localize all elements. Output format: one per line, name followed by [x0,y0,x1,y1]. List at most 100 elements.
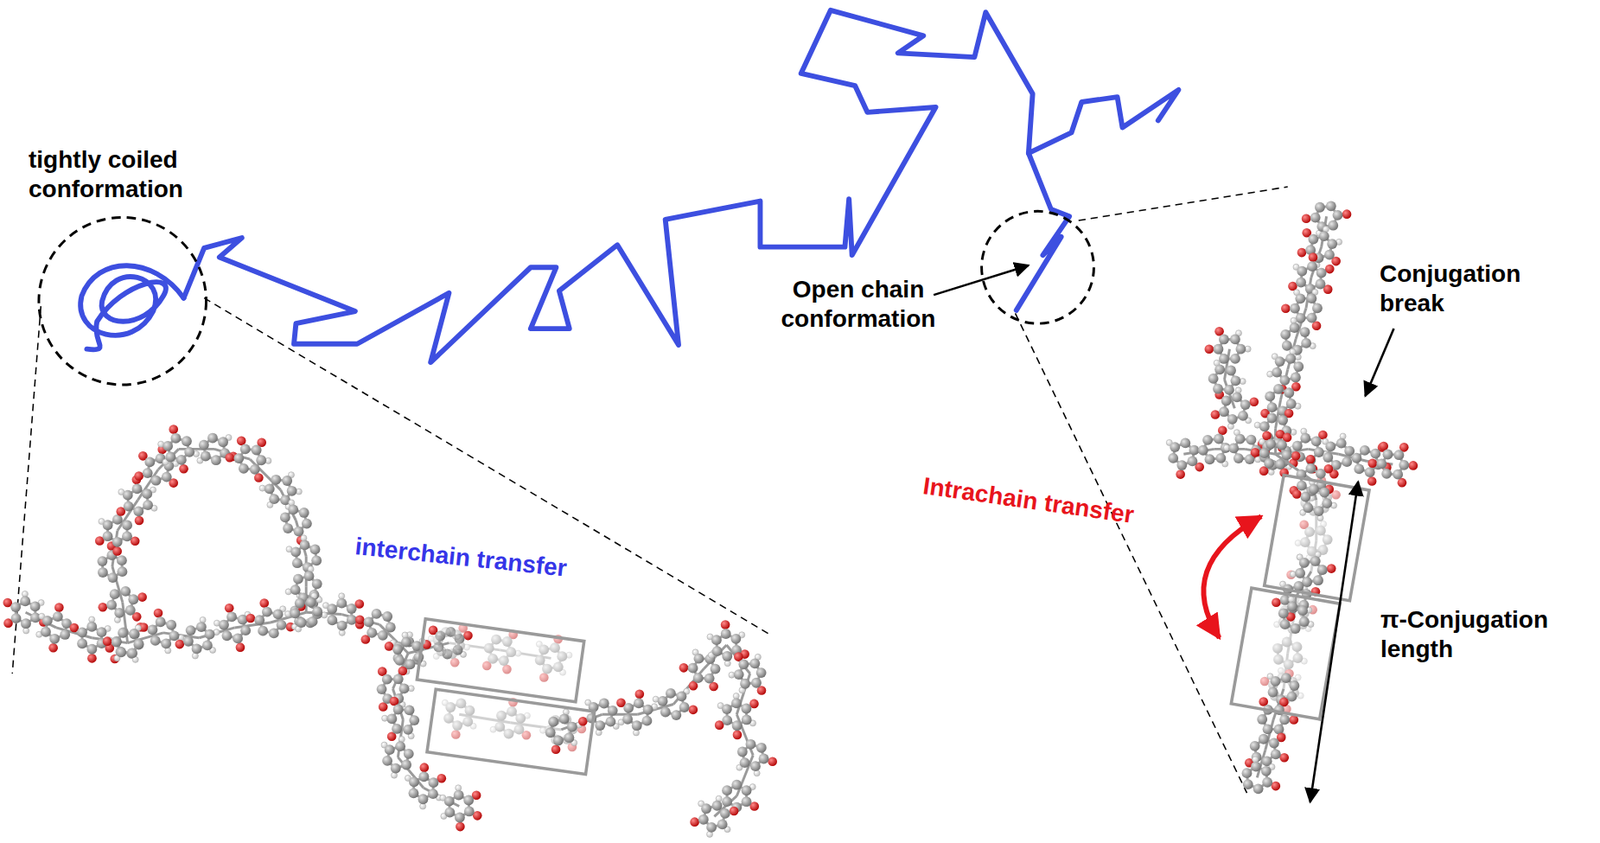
carbon-atom [1176,459,1187,471]
carbon-atom [745,739,757,750]
carbon-atom [712,800,723,811]
carbon-atom [1230,375,1242,386]
carbon-atom [123,501,134,512]
carbon-atom [1212,383,1224,395]
carbon-atom [102,530,114,542]
carbon-atom [1274,724,1285,735]
carbon-atom [290,584,301,595]
carbon-atom [454,812,466,823]
molecule-group [427,623,573,683]
carbon-atom [1300,536,1311,548]
carbon-atom [1289,322,1301,333]
bond [393,652,409,689]
carbon-atom [102,519,114,530]
carbon-atom [346,603,357,614]
carbon-atom [464,806,475,817]
carbon-atom [739,678,751,689]
carbon-atom [739,757,751,768]
carbon-atom [122,490,134,501]
carbon-atom [202,640,213,651]
zoom-circle [981,210,1095,324]
carbon-atom [1277,414,1288,426]
carbon-atom [749,657,760,669]
carbon-atom [440,626,452,638]
oxygen-atom [1308,252,1319,262]
carbon-atom [264,483,275,494]
oxygen-atom [355,614,365,625]
carbon-atom [1306,261,1318,272]
carbon-atom [109,588,121,600]
carbon-atom [436,645,447,657]
carbon-atom [299,507,310,518]
carbon-atom [310,544,321,555]
carbon-atom [433,635,444,646]
carbon-atom [446,648,458,659]
carbon-atom [108,572,119,583]
carbon-atom [1317,564,1328,575]
carbon-atom [1325,200,1337,211]
carbon-atom [1314,202,1326,213]
carbon-atom [1283,387,1295,398]
carbon-atom [312,605,323,617]
coil-segment [80,265,184,350]
carbon-atom [1307,234,1319,245]
carbon-atom [392,643,403,655]
carbon-atom [142,467,153,479]
carbon-atom [1273,654,1284,665]
oxygen-atom [48,643,58,653]
carbon-atom [1392,469,1403,480]
oxygen-atom [1262,431,1272,441]
carbon-atom [418,793,429,804]
carbon-atom [11,612,22,624]
carbon-atom [1259,420,1270,432]
carbon-atom [599,698,610,709]
carbon-atom [222,630,233,641]
carbon-atom [371,608,383,619]
carbon-atom [1230,334,1241,345]
segment-box [1264,475,1370,601]
carbon-atom [428,777,440,788]
carbon-atom [1327,220,1339,231]
carbon-atom [200,451,211,462]
molecule-model [2,200,1418,837]
oxygen-atom [1325,264,1335,275]
carbon-atom [273,609,284,620]
carbon-atom [732,720,743,731]
carbon-atom [125,605,136,616]
carbon-atom [1262,777,1273,788]
carbon-atom [1325,440,1336,452]
carbon-atom [384,744,396,755]
molecule-group [1250,200,1352,473]
carbon-atom [254,614,265,625]
zoom-line [203,298,771,636]
carbon-atom [1306,293,1317,304]
pointer-arrow [933,265,1029,295]
carbon-atom [404,704,415,715]
carbon-atom [538,643,549,655]
carbon-atom [643,704,654,715]
carbon-atom [408,787,420,798]
carbon-atom [390,763,402,774]
polymer-chain [80,10,1179,363]
molecule-group [1286,475,1341,587]
oxygen-atom [236,436,247,447]
carbon-atom [1289,680,1301,691]
carbon-atom [758,753,770,765]
carbon-atom [1300,433,1311,444]
carbon-atom [97,555,109,567]
oxygen-atom [246,613,256,624]
carbon-atom [120,586,131,597]
molecule-group [1260,596,1318,714]
carbon-atom [169,630,180,641]
carbon-atom [1294,567,1306,579]
carbon-atom [688,662,699,674]
carbon-atom [155,616,166,627]
oxygen-atom [450,657,460,668]
carbon-atom [287,504,299,516]
carbon-atom [408,714,420,726]
oxygen-atom [1408,460,1419,471]
carbon-atom [721,703,733,714]
carbon-atom [293,573,304,585]
